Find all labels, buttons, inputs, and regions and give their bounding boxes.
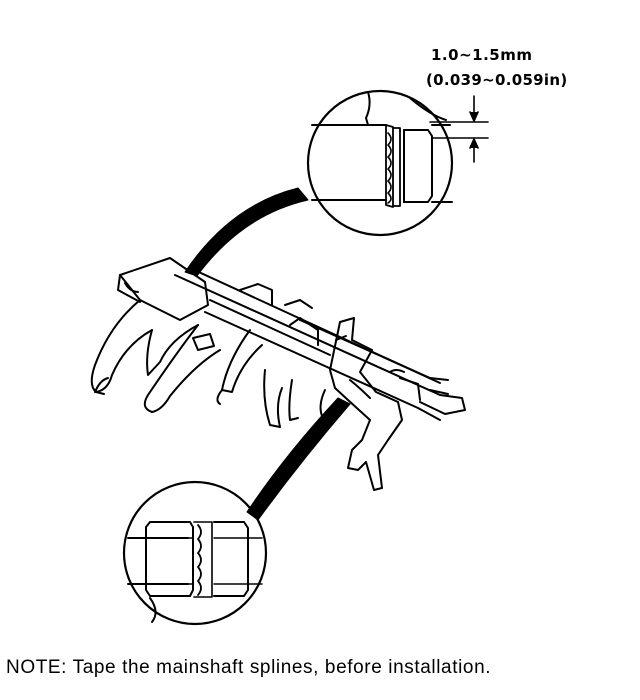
shift-fork-body bbox=[90, 257, 466, 491]
upper-leader bbox=[184, 187, 309, 277]
lower-detail-circle bbox=[122, 480, 268, 626]
clearance-mm-label: 1.0~1.5mm bbox=[431, 46, 533, 64]
upper-detail-circle bbox=[306, 89, 454, 237]
lower-leader bbox=[246, 397, 351, 521]
clearance-dimension bbox=[429, 95, 489, 163]
installation-note: NOTE: Tape the mainshaft splines, before… bbox=[6, 657, 492, 678]
clearance-in-label: (0.039~0.059in) bbox=[426, 71, 568, 89]
